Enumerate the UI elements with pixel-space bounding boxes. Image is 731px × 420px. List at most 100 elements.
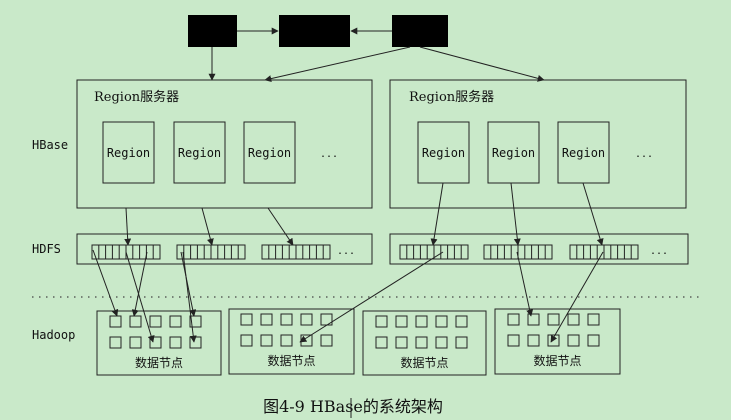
- arrow-region-2-1-to-hdfs: [430, 182, 444, 246]
- region-1-2-box: [173, 121, 226, 184]
- data-node-1-box: [96, 310, 222, 376]
- data-block-square: [129, 315, 142, 328]
- arrow-region-2-3-to-hdfs: [582, 182, 604, 246]
- data-node-4-label: 数据节点: [533, 353, 581, 368]
- hdfs-bar-2-more: ...: [650, 246, 668, 257]
- region-server-1-title: Region服务器: [94, 89, 179, 105]
- arrow-hdfs-to-node-4-a: [516, 251, 534, 317]
- data-block-square: [280, 313, 293, 326]
- region-1-3-box: [243, 121, 296, 184]
- data-block-square: [129, 336, 142, 349]
- arrow-top-right-to-server-2: [419, 46, 545, 82]
- data-block-square: [395, 336, 408, 349]
- arrow-hdfs-to-node-1-e: [182, 251, 197, 343]
- region-server-2: Region服务器 Region Region Region ...: [389, 79, 687, 209]
- hdfs-bar-2: [389, 233, 689, 265]
- data-block-square: [109, 315, 122, 328]
- data-node-4: 数据节点: [494, 308, 621, 375]
- data-block-square: [455, 336, 468, 349]
- data-node-2: 数据节点: [228, 308, 355, 375]
- region-2-3-label: Region: [562, 146, 605, 160]
- region-2-2-label: Region: [492, 146, 535, 160]
- data-node-1: 数据节点: [96, 310, 222, 376]
- top-black-box-middle: [279, 15, 350, 47]
- hdfs-block-strip-2-3: [569, 244, 639, 260]
- data-block-square: [169, 315, 182, 328]
- data-block-square: [109, 336, 122, 349]
- region-2-2-box: [487, 121, 540, 184]
- arrow-region-1-1-to-hdfs: [124, 207, 132, 246]
- region-server-1: Region服务器 Region Region Region ...: [76, 79, 373, 209]
- data-node-3-box: [362, 310, 487, 376]
- data-block-square: [507, 334, 520, 347]
- data-block-square: [415, 315, 428, 328]
- data-block-square: [169, 336, 182, 349]
- region-server-1-box: [76, 79, 373, 209]
- data-block-square: [455, 315, 468, 328]
- data-node-2-label: 数据节点: [267, 353, 315, 368]
- hdfs-bar-1-more: ...: [337, 246, 355, 257]
- hdfs-block-strip-1-1: [91, 244, 161, 260]
- data-block-square: [567, 334, 580, 347]
- data-block-square: [149, 315, 162, 328]
- region-1-1-label: Region: [107, 146, 150, 160]
- label-hadoop: Hadoop: [32, 328, 75, 342]
- data-block-square: [587, 313, 600, 326]
- label-hbase: HBase: [32, 138, 68, 152]
- arrow-hdfs-to-node-4-b: [550, 251, 604, 343]
- arrow-region-1-2-to-hdfs: [201, 207, 214, 246]
- data-node-3-label: 数据节点: [400, 355, 448, 370]
- data-block-square: [280, 334, 293, 347]
- data-block-square: [240, 334, 253, 347]
- data-block-square: [260, 313, 273, 326]
- data-node-2-box: [228, 308, 355, 375]
- data-block-square: [189, 336, 202, 349]
- data-block-square: [300, 313, 313, 326]
- data-block-square: [547, 334, 560, 347]
- data-block-square: [395, 315, 408, 328]
- data-block-square: [375, 336, 388, 349]
- region-server-2-title: Region服务器: [409, 89, 494, 105]
- data-node-4-box: [494, 308, 621, 375]
- arrow-hdfs-to-node-2: [299, 251, 444, 343]
- region-server-2-more: ...: [635, 149, 653, 160]
- region-1-1-box: [102, 121, 155, 184]
- region-1-2-label: Region: [178, 146, 221, 160]
- data-block-square: [527, 334, 540, 347]
- data-block-square: [435, 315, 448, 328]
- arrow-region-1-3-to-hdfs: [267, 207, 294, 246]
- arrow-hdfs-to-node-1-c: [131, 251, 148, 317]
- label-hdfs: HDFS: [32, 242, 61, 256]
- data-block-square: [435, 336, 448, 349]
- figure-caption: 图4-9 HBase的系统架构: [263, 397, 443, 416]
- arrow-hdfs-to-node-1-b: [125, 251, 155, 343]
- hdfs-bar-1: [76, 233, 373, 265]
- data-block-square: [547, 313, 560, 326]
- arrow-hdfs-to-node-1-d: [180, 251, 197, 317]
- data-block-square: [260, 334, 273, 347]
- arrow-region-2-2-to-hdfs: [510, 182, 521, 246]
- region-server-2-box: [389, 79, 687, 209]
- top-black-box-right: [392, 15, 448, 47]
- region-1-3-label: Region: [248, 146, 291, 160]
- data-node-3: 数据节点: [362, 310, 487, 376]
- arrow-hdfs-to-node-1-a: [92, 249, 119, 317]
- data-block-square: [587, 334, 600, 347]
- region-2-1-box: [417, 121, 470, 184]
- data-block-square: [415, 336, 428, 349]
- hdfs-block-strip-1-3: [261, 244, 331, 260]
- data-block-square: [320, 334, 333, 347]
- region-2-1-label: Region: [422, 146, 465, 160]
- top-black-box-left: [188, 15, 237, 47]
- arrow-top-right-to-server-1: [264, 46, 411, 83]
- data-block-square: [567, 313, 580, 326]
- data-block-square: [375, 315, 388, 328]
- data-node-1-label: 数据节点: [135, 355, 183, 370]
- data-block-square: [240, 313, 253, 326]
- region-server-1-more: ...: [320, 149, 338, 160]
- data-block-square: [527, 313, 540, 326]
- hdfs-block-strip-1-2: [176, 244, 246, 260]
- data-block-square: [507, 313, 520, 326]
- hdfs-block-strip-2-1: [399, 244, 469, 260]
